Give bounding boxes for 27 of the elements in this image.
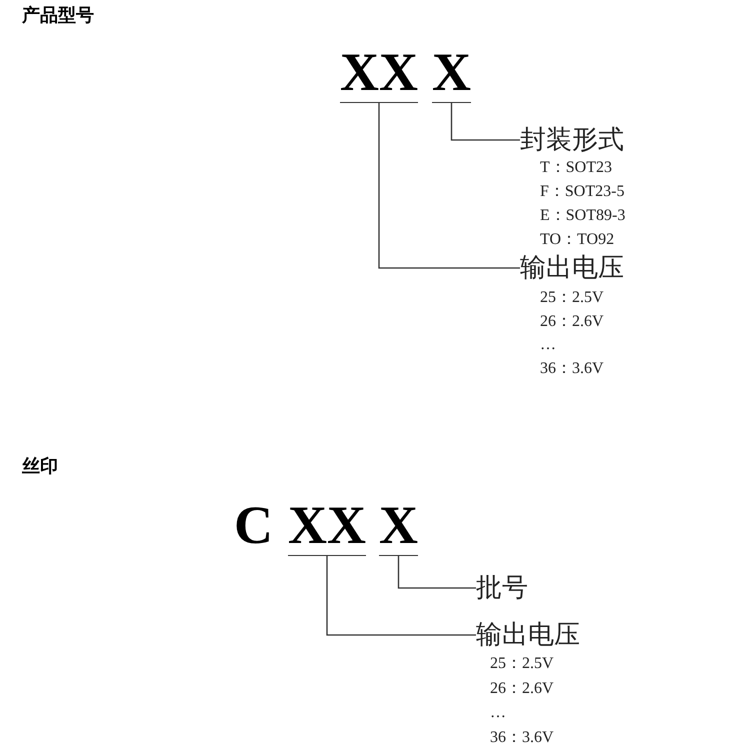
option-text: F：SOT23-5: [540, 182, 624, 201]
code-letters: XX: [288, 498, 366, 556]
option-text: E：SOT89-3: [540, 206, 626, 225]
section-heading: 丝印: [22, 456, 58, 478]
option-text: 26：2.6V: [490, 678, 554, 698]
field-name: 输出电压: [476, 620, 580, 650]
option-text: T：SOT23: [540, 158, 612, 177]
field-name: 封装形式: [520, 125, 624, 155]
option-text: 25：2.5V: [490, 654, 554, 673]
leader-line: [378, 103, 520, 269]
leader-line: [326, 556, 476, 636]
option-text: TO：TO92: [540, 230, 614, 249]
option-text: 36：3.6V: [540, 359, 604, 378]
field-name: 输出电压: [520, 253, 624, 283]
leader-line: [450, 103, 520, 141]
option-text: 36：3.6V: [490, 728, 554, 746]
option-text: 25：2.5V: [540, 288, 604, 307]
code-letters: XX: [340, 45, 418, 103]
option-text: 26：2.6V: [540, 312, 604, 331]
option-text: …: [490, 703, 506, 722]
code-letters: X: [379, 498, 418, 556]
leader-line: [398, 556, 476, 589]
code-letters: X: [432, 45, 471, 103]
field-name: 批号: [476, 573, 528, 603]
option-text: …: [540, 335, 556, 354]
section-heading: 产品型号: [22, 5, 94, 27]
prefix-letter: C: [234, 498, 273, 552]
